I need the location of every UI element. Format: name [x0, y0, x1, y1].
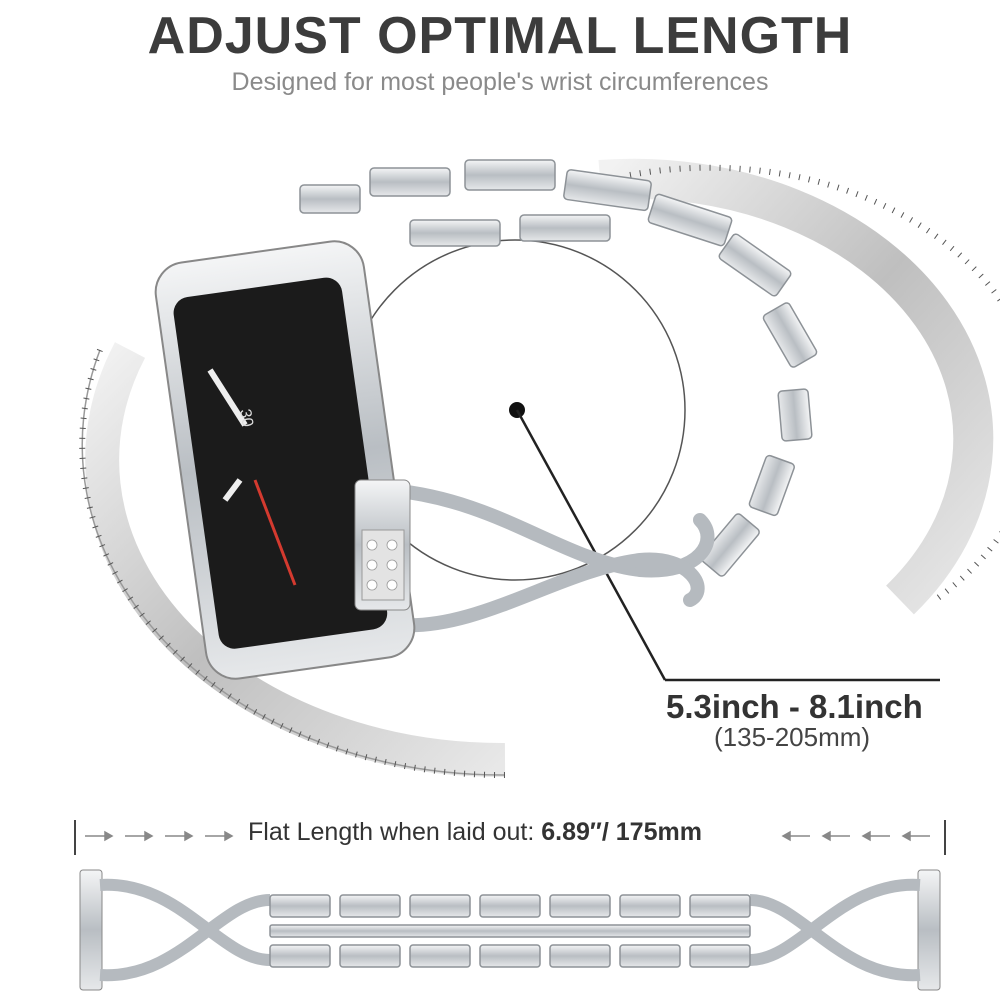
x-band-connector	[383, 483, 715, 633]
rhinestone-clasp	[354, 479, 411, 611]
flat-arrows-left	[85, 830, 234, 842]
size-range-mm: (135-205mm)	[714, 722, 871, 752]
pointer-line	[515, 409, 667, 681]
page-title: ADJUST OPTIMAL LENGTH	[147, 7, 853, 65]
watch-face-number: 30	[236, 408, 256, 429]
measuring-tape-right	[598, 158, 1000, 615]
flat-arrows-right	[781, 830, 930, 842]
size-range: 5.3inch - 8.1inch	[666, 688, 923, 725]
flat-length-inches: 6.89″	[541, 818, 602, 846]
flat-length-caption: Flat Length when laid out: 6.89″/ 175mm	[248, 818, 702, 847]
flat-length-label: Flat Length when laid out:	[248, 818, 542, 846]
page-subtitle: Designed for most people's wrist circumf…	[231, 68, 769, 96]
bracelet-links	[299, 159, 818, 577]
flat-band	[79, 869, 941, 991]
watch: 30	[154, 240, 416, 680]
flat-length-mm: / 175mm	[601, 818, 702, 846]
measuring-tape-left	[79, 342, 506, 779]
